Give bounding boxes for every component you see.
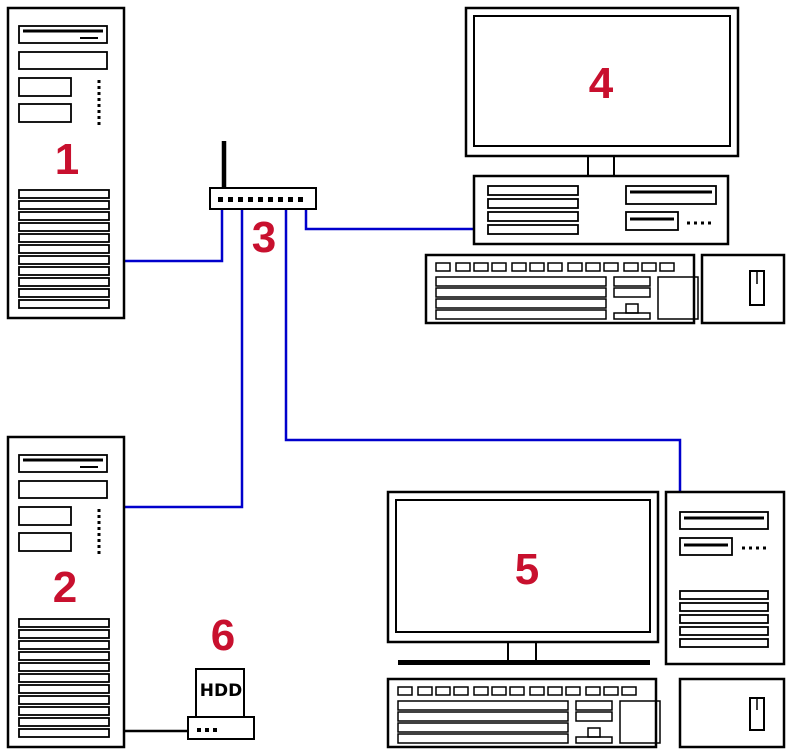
- workstation-4: [424, 6, 786, 325]
- network-links: [124, 209, 682, 509]
- label-node-5: 5: [514, 545, 540, 594]
- label-node-3: 3: [251, 213, 277, 262]
- link-4-to-3: [304, 209, 474, 231]
- link-2-to-3: [124, 209, 244, 509]
- hdd-6: [187, 668, 255, 740]
- label-node-1: 1: [54, 135, 80, 184]
- label-node-4: 4: [588, 59, 614, 108]
- label-node-6: 6: [210, 611, 236, 660]
- workstation-5: [386, 490, 786, 749]
- server-2: [6, 435, 126, 749]
- hdd-text: HDD: [199, 681, 243, 701]
- label-node-2: 2: [52, 563, 78, 612]
- link-5-to-3: [284, 209, 682, 492]
- router-3: [209, 141, 317, 210]
- link-1-to-3: [124, 209, 224, 263]
- server-1: [6, 6, 126, 320]
